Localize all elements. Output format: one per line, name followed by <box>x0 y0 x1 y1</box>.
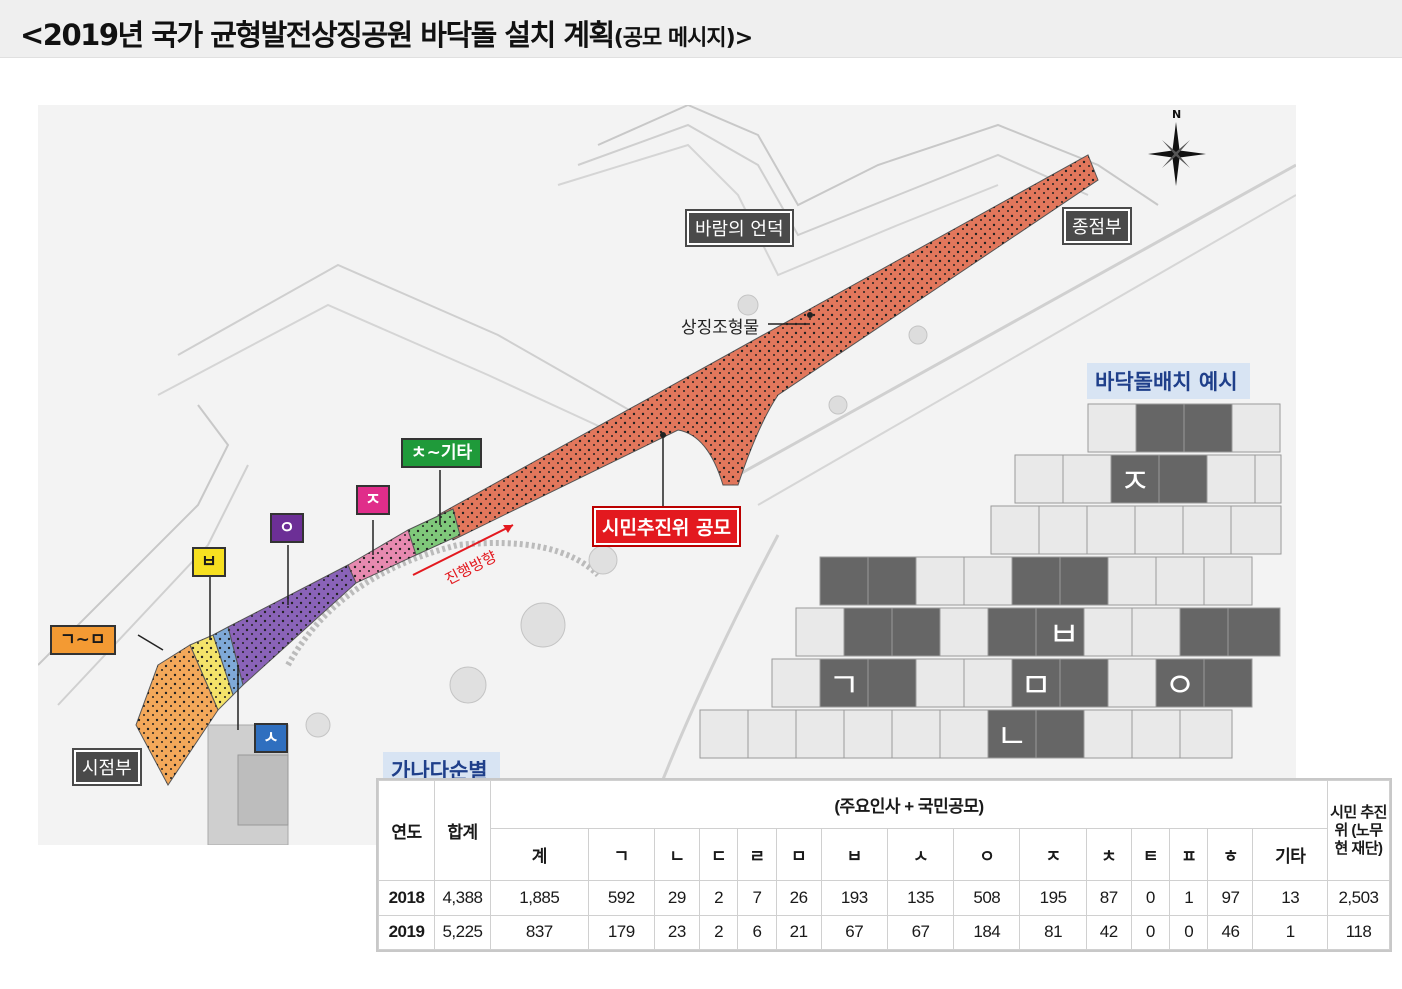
row-total: 5,225 <box>434 914 491 950</box>
end-label: 종점부 <box>1062 207 1132 245</box>
park-map: 바람의 언덕 종점부 시점부 상징조형물 시민추진위 공모 진행방향 ㄱ~ㅁ ㅂ… <box>38 105 1296 845</box>
cell: 42 <box>1085 914 1132 950</box>
cell: 184 <box>953 914 1021 950</box>
table-row: 2018 4,388 1,885 592 29 2 7 26 193 135 5… <box>378 880 1390 916</box>
cell: 7 <box>737 880 777 916</box>
table-row: 2019 5,225 837 179 23 2 6 21 67 67 184 8… <box>378 914 1390 950</box>
cell: 0 <box>1130 914 1171 950</box>
layout-example-title: 바닥돌배치 예시 <box>1087 363 1250 399</box>
cell: 2 <box>698 880 739 916</box>
cell: 1 <box>1169 880 1209 916</box>
cell: 13 <box>1252 880 1328 916</box>
header-col: ㅎ <box>1207 828 1254 881</box>
section-ga-mi: ㄱ~ㅁ <box>50 625 116 655</box>
section-bi: ㅂ <box>192 547 226 577</box>
header-col: ㅈ <box>1019 828 1087 881</box>
row-total: 4,388 <box>434 880 491 916</box>
cell: 592 <box>587 880 655 916</box>
row-citizen: 118 <box>1327 914 1390 950</box>
page-title: <2019년 국가 균형발전상징공원 바닥돌 설치 계획(공모 메시지)> <box>20 12 753 54</box>
cell: 1 <box>1252 914 1328 950</box>
row-citizen: 2,503 <box>1327 880 1390 916</box>
header-col: ㅊ <box>1085 828 1132 881</box>
header-col: ㅂ <box>820 828 888 881</box>
cell: 2 <box>698 914 739 950</box>
row-year: 2018 <box>378 880 435 916</box>
cell: 193 <box>820 880 888 916</box>
header-year: 연도 <box>378 780 435 881</box>
header-col: ㅍ <box>1169 828 1209 881</box>
cell: 195 <box>1019 880 1087 916</box>
cell: 46 <box>1207 914 1254 950</box>
sculpture-label: 상징조형물 <box>681 318 760 338</box>
header-group: (주요인사 + 국민공모) <box>490 780 1328 829</box>
cell: 97 <box>1207 880 1254 916</box>
header-col: 기타 <box>1252 828 1328 881</box>
cell: 21 <box>775 914 822 950</box>
cell: 29 <box>653 880 700 916</box>
map-background <box>38 105 1296 845</box>
section-ji: ㅈ <box>356 485 390 515</box>
cell: 26 <box>775 880 822 916</box>
north-label: N <box>1172 108 1181 121</box>
cell: 23 <box>653 914 700 950</box>
header-col: 계 <box>490 828 589 881</box>
header-col: ㄱ <box>587 828 655 881</box>
start-label: 시점부 <box>72 748 142 786</box>
hill-label: 바람의 언덕 <box>685 209 794 247</box>
header-col: ㅌ <box>1130 828 1171 881</box>
statistics-table: 연도 합계 (주요인사 + 국민공모) 시민 추진위 (노무현 재단) 계 ㄱ … <box>376 778 1392 952</box>
header-col: ㄴ <box>653 828 700 881</box>
header-citizen: 시민 추진위 (노무현 재단) <box>1327 780 1390 881</box>
cell: 67 <box>820 914 888 950</box>
cell: 87 <box>1085 880 1132 916</box>
header-col: ㅅ <box>886 828 955 881</box>
section-chi-etc: ㅊ~기타 <box>401 438 483 468</box>
row-year: 2019 <box>378 914 435 950</box>
header-col: ㅇ <box>953 828 1021 881</box>
title-main: <2019년 국가 균형발전상징공원 바닥돌 설치 계획 <box>20 18 615 52</box>
cell: 837 <box>490 914 589 950</box>
header-col: ㄹ <box>737 828 777 881</box>
section-o: ㅇ <box>270 513 304 543</box>
title-suffix: (공모 메시지)> <box>613 26 753 51</box>
cell: 0 <box>1169 914 1209 950</box>
header-total: 합계 <box>434 780 491 881</box>
cell: 81 <box>1019 914 1087 950</box>
cell: 179 <box>587 914 655 950</box>
section-si: ㅅ <box>254 723 288 753</box>
cell: 67 <box>886 914 955 950</box>
cell: 508 <box>953 880 1021 916</box>
compass-icon: N <box>1148 108 1208 192</box>
header-col: ㅁ <box>775 828 822 881</box>
cell: 0 <box>1130 880 1171 916</box>
title-bar: <2019년 국가 균형발전상징공원 바닥돌 설치 계획(공모 메시지)> <box>0 0 1402 58</box>
citizen-committee-label: 시민추진위 공모 <box>592 506 741 547</box>
header-col: ㄷ <box>698 828 739 881</box>
cell: 1,885 <box>490 880 589 916</box>
cell: 6 <box>737 914 777 950</box>
cell: 135 <box>886 880 955 916</box>
